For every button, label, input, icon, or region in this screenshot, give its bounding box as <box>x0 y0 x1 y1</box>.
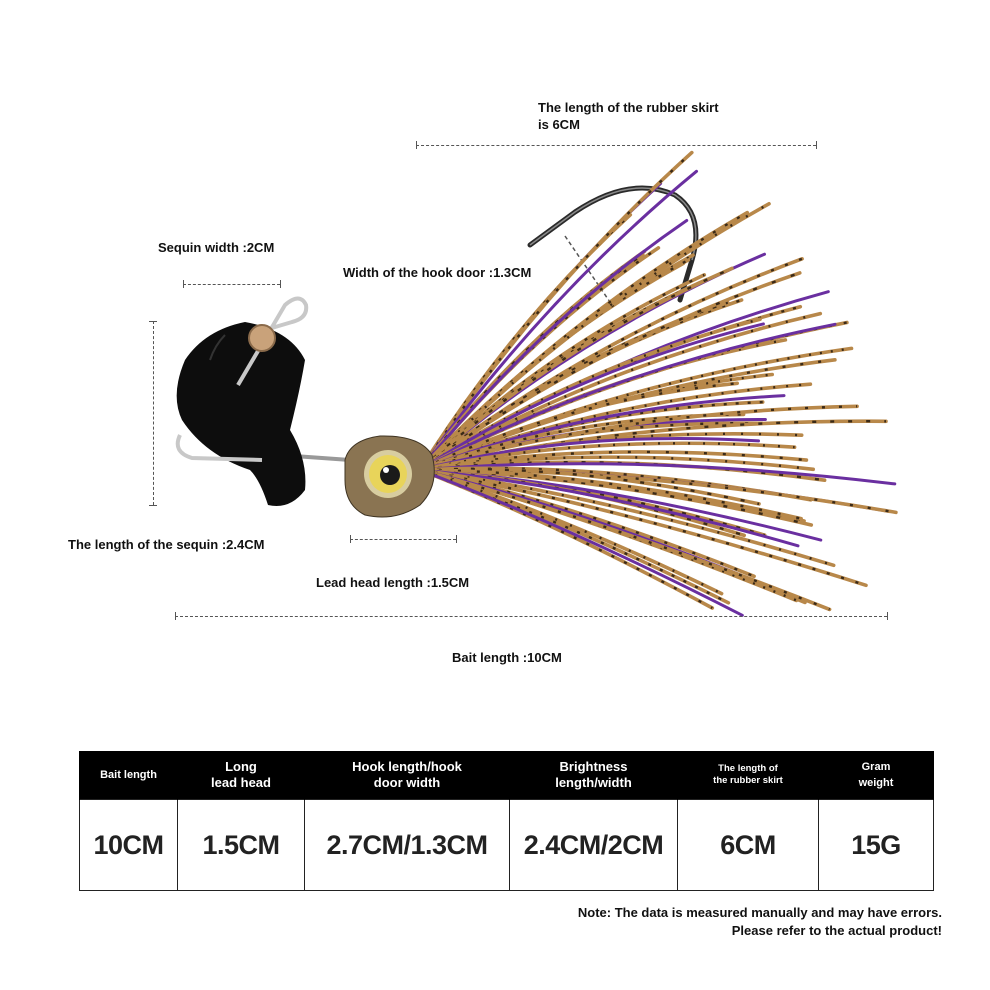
lead-head-dimension-line <box>350 539 456 540</box>
dimension-tick <box>183 280 184 288</box>
value-hook-length: 2.7CM/1.3CM <box>304 799 510 891</box>
rubber-skirt-dimension-line <box>416 145 816 146</box>
skirt-speckle <box>419 468 867 587</box>
skirt-strand <box>418 219 689 472</box>
skirt-speckle <box>419 467 760 506</box>
skirt-speckle <box>419 442 795 472</box>
header-lead-head: Long lead head <box>177 751 305 800</box>
sequin-length-label: The length of the sequin :2.4CM <box>68 537 265 552</box>
skirt-speckle <box>419 347 852 472</box>
specs-value-row: 10CM 1.5CM 2.7CM/1.3CM 2.4CM/2CM 6CM 15G <box>79 799 934 891</box>
header-rubber-skirt: The length of the rubber skirt <box>677 751 819 800</box>
skirt-strand <box>418 271 802 472</box>
snap-ring-icon <box>175 296 309 462</box>
bait-length-label: Bait length :10CM <box>452 650 562 665</box>
header-hook-length: Hook length/hook door width <box>304 751 510 800</box>
lead-head <box>344 435 435 518</box>
disclaimer-note: Note: The data is measured manually and … <box>578 904 942 940</box>
value-lead-head: 1.5CM <box>177 799 305 891</box>
value-bait-length: 10CM <box>79 799 178 891</box>
header-bait-length: Bait length <box>79 751 178 800</box>
note-line-1: Note: The data is measured manually and … <box>577 905 942 920</box>
lead-head-length-label: Lead head length :1.5CM <box>316 575 470 590</box>
skirt-strand <box>418 266 734 472</box>
chatterbait-lure-image <box>175 150 898 617</box>
skirt-strand <box>418 468 744 617</box>
skirt-strand <box>418 404 859 472</box>
value-gram-weight: 15G <box>818 799 934 891</box>
header-brightness: Brightness length/width <box>509 751 678 800</box>
skirt-strand <box>418 381 739 472</box>
skirt-strand <box>418 150 694 472</box>
sequin-width-label: Sequin width :2CM <box>158 240 275 255</box>
value-brightness: 2.4CM/2CM <box>509 799 678 891</box>
skirt-speckle <box>419 468 831 611</box>
dimension-tick <box>149 321 157 322</box>
sequin-width-dimension-line <box>183 284 280 285</box>
skirt-strand <box>418 322 765 472</box>
dimension-tick <box>280 280 281 288</box>
skirt-strand <box>418 322 837 472</box>
skirt-strand <box>418 468 836 568</box>
specs-header-row: Bait length Long lead head Hook length/h… <box>79 751 934 800</box>
skirt-strand <box>418 468 724 596</box>
dimension-tick <box>350 535 351 543</box>
header-gram-weight: Gram weight <box>818 751 934 800</box>
dimension-tick <box>149 505 157 506</box>
specs-table: Bait length Long lead head Hook length/h… <box>79 751 934 891</box>
dimension-tick <box>456 535 457 543</box>
dimension-tick <box>416 141 417 149</box>
sequin-blade <box>176 322 306 506</box>
sequin-length-dimension-line <box>153 321 154 505</box>
rubber-skirt <box>418 150 898 617</box>
skirt-strand <box>418 202 771 472</box>
value-rubber-skirt: 6CM <box>677 799 819 891</box>
hook-door-width-label: Width of the hook door :1.3CM <box>343 265 532 280</box>
dimension-tick <box>816 141 817 149</box>
dimension-tick <box>175 612 176 620</box>
skirt-strand <box>418 462 897 486</box>
note-line-2: Please refer to the actual product! <box>731 923 942 938</box>
skirt-strand <box>418 468 803 521</box>
skirt-speckle <box>419 318 761 471</box>
bait-length-dimension-line <box>175 616 887 617</box>
skirt-strand <box>418 468 800 548</box>
dimension-tick <box>887 612 888 620</box>
skirt-strand <box>418 169 698 472</box>
rubber-skirt-length-label: The length of the rubber skirt is 6CM <box>538 100 719 132</box>
